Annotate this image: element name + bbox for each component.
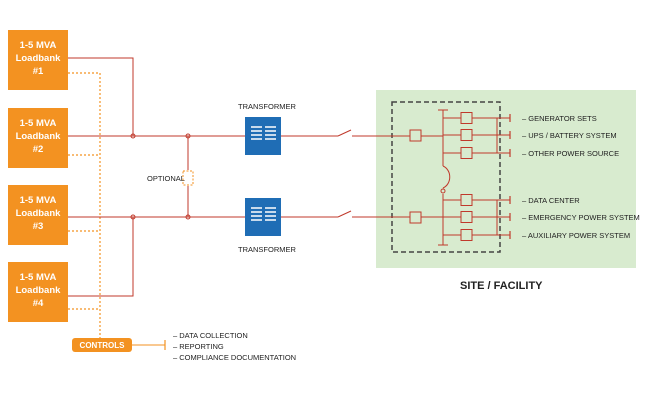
loadbank-1-line1: 1-5 MVA — [20, 40, 57, 51]
loadbank-3-line2: Loadbank — [16, 208, 62, 219]
site-source-label: – DATA CENTER — [522, 196, 580, 205]
loadbank-feeders — [68, 57, 245, 297]
loadbank-3-line3: #3 — [33, 221, 44, 232]
site-branches: – GENERATOR SETS – UPS / BATTERY SYSTEM – … — [443, 112, 640, 241]
site-source-label: – OTHER POWER SOURCE — [522, 149, 619, 158]
site-title: SITE / FACILITY — [460, 280, 543, 292]
loadbank-1-line2: Loadbank — [16, 53, 62, 64]
loadbank-2-line1: 1-5 MVA — [20, 118, 57, 129]
site-source-label: – EMERGENCY POWER SYSTEM — [522, 213, 640, 222]
transformer-to-site — [281, 129, 410, 218]
controls-item-reporting: – REPORTING — [173, 342, 224, 351]
site-source-2: – UPS / BATTERY SYSTEM — [443, 129, 617, 141]
loadbank-1: 1-5 MVA Loadbank #1 — [8, 30, 68, 90]
site-source-3: – OTHER POWER SOURCE — [443, 147, 619, 159]
loadbank-3: 1-5 MVA Loadbank #3 — [8, 185, 68, 245]
optional-label: OPTIONAL — [147, 174, 185, 183]
loadbank-4-line2: Loadbank — [16, 285, 62, 296]
loadbank-3-line1: 1-5 MVA — [20, 195, 57, 206]
site-area — [376, 90, 636, 268]
optional-breaker — [182, 170, 194, 186]
site-dashed-boundary — [391, 101, 501, 253]
loadbank-4: 1-5 MVA Loadbank #4 — [8, 262, 68, 322]
site-source-6: – AUXILIARY POWER SYSTEM — [443, 229, 630, 241]
site-source-label: – GENERATOR SETS — [522, 114, 597, 123]
controls-badge — [72, 338, 132, 352]
site-source-4: – DATA CENTER — [443, 194, 580, 206]
transformer-bottom — [245, 198, 281, 236]
site-source-label: – UPS / BATTERY SYSTEM — [522, 131, 617, 140]
transformer-top-label: TRANSFORMER — [238, 102, 297, 111]
site-source-label: – AUXILIARY POWER SYSTEM — [522, 231, 630, 240]
loadbank-4-line3: #4 — [33, 298, 44, 309]
controls-item-compliance: – COMPLIANCE DOCUMENTATION — [173, 353, 296, 362]
loadbank-2-line2: Loadbank — [16, 131, 62, 142]
controls-item-data-collection: – DATA COLLECTION — [173, 331, 248, 340]
loadbank-1-line3: #1 — [33, 66, 44, 77]
loadbank-2-line3: #2 — [33, 144, 44, 155]
site-source-5: – EMERGENCY POWER SYSTEM — [443, 211, 640, 223]
transformer-bottom-label: TRANSFORMER — [238, 245, 297, 254]
transformer-top — [245, 117, 281, 155]
loadbank-2: 1-5 MVA Loadbank #2 — [8, 108, 68, 168]
loadbank-4-line1: 1-5 MVA — [20, 272, 57, 283]
controls-block: CONTROLS – DATA COLLECTION – REPORTING –… — [72, 331, 296, 362]
site-bus — [409, 109, 451, 246]
site-source-1: – GENERATOR SETS — [443, 112, 597, 124]
controls-wiring — [68, 72, 101, 338]
controls-label: CONTROLS — [80, 341, 126, 350]
